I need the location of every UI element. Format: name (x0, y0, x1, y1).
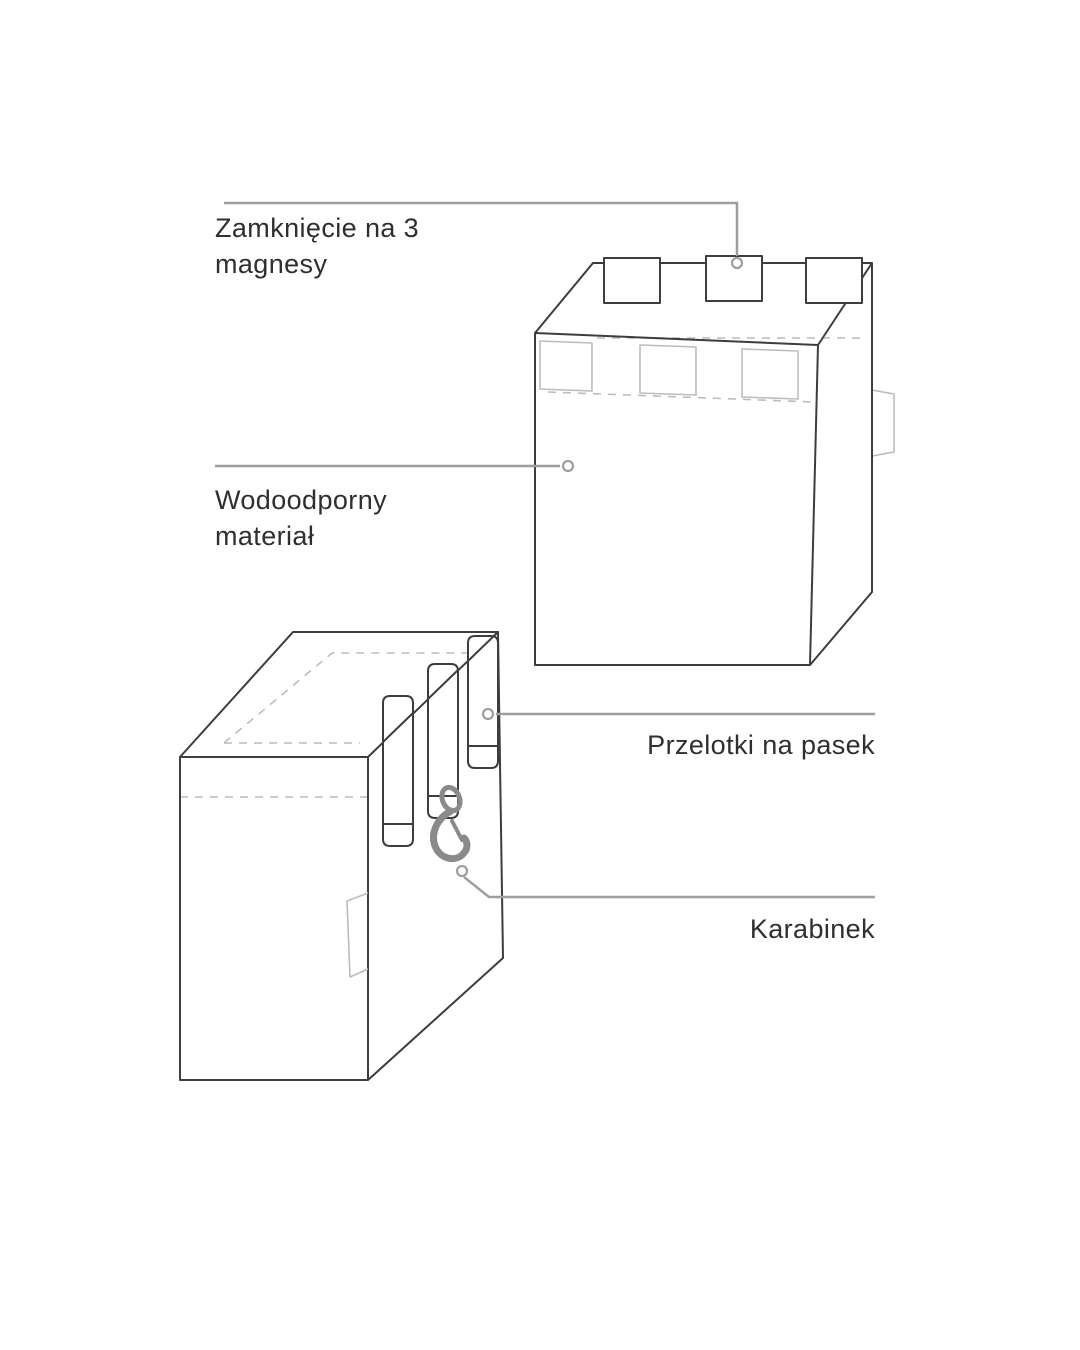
carabiner-icon (430, 784, 471, 863)
side-tab (871, 389, 895, 457)
magnet-tab (805, 257, 863, 304)
label-belt-loops: Przelotki na pasek (647, 730, 875, 760)
inner-tab (539, 340, 593, 392)
belt-loop (382, 695, 414, 847)
label-magnetic-closure: Zamknięcie na 3 magnesy (215, 210, 419, 282)
label-waterproof-material-line2: materiał (215, 521, 315, 551)
label-waterproof-material-line1: Wodoodporny (215, 485, 388, 515)
callout-line-carabiner (463, 876, 875, 899)
side-tab (346, 892, 369, 978)
callout-dot-magnets (730, 256, 744, 270)
top-bag-outline (534, 262, 873, 666)
callout-line-magnets (224, 201, 739, 256)
magnet-tab (603, 257, 661, 304)
belt-loop (467, 631, 499, 769)
label-carabiner: Karabinek (749, 914, 875, 944)
bottom-bag-drawing (179, 631, 504, 1081)
label-magnetic-closure-line1: Zamknięcie na 3 (215, 213, 420, 243)
top-bag-drawing (534, 255, 895, 666)
callouts (215, 201, 875, 899)
label-magnetic-closure-line2: magnesy (215, 249, 328, 279)
inner-tab (741, 348, 799, 400)
callout-dot-material (561, 459, 575, 473)
magnet-tab (705, 255, 763, 302)
inner-tab (639, 344, 697, 396)
label-waterproof-material: Wodoodporny materiał (215, 482, 387, 554)
callout-dot-belt-loops (481, 707, 495, 721)
bottom-bag-top-dashed-line (223, 652, 478, 744)
callout-dot-carabiner (455, 864, 469, 878)
